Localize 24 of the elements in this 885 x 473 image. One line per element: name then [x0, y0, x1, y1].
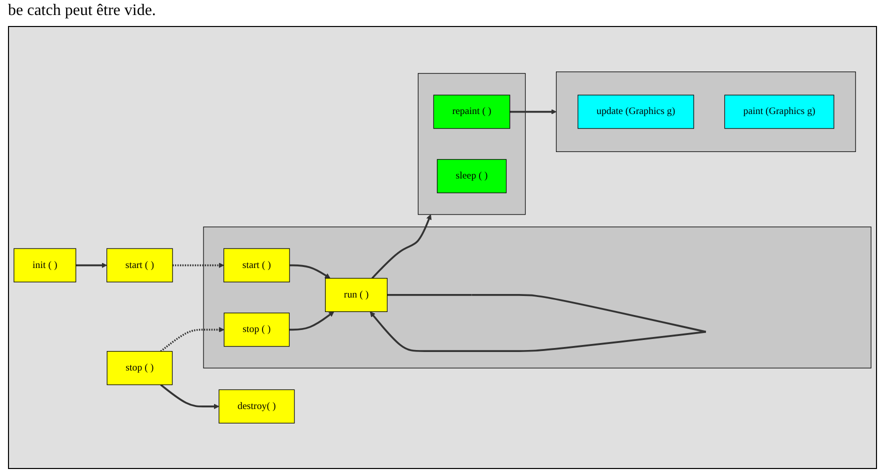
node-box: start ( ) [106, 248, 173, 282]
node-box: paint (Graphics g) [724, 94, 834, 129]
cluster [556, 72, 856, 152]
arrow [160, 384, 220, 410]
arrow [370, 294, 706, 352]
node-box: run ( ) [325, 278, 388, 312]
node-box: stop ( ) [224, 312, 290, 347]
arrow [160, 326, 224, 352]
arrow [290, 264, 330, 279]
cluster [203, 226, 872, 368]
arrow [172, 262, 224, 268]
node-box: init ( ) [14, 248, 76, 282]
node-box: stop ( ) [106, 351, 173, 386]
node-box: update (Graphics g) [578, 94, 694, 129]
arrow [510, 109, 557, 114]
node-box: sleep ( ) [436, 159, 507, 194]
cluster [418, 73, 526, 215]
node-box: start ( ) [224, 248, 290, 282]
arrow [76, 262, 108, 268]
node-box: destroy( ) [218, 389, 295, 424]
note-text: be catch peut être vide. [8, 2, 156, 19]
node-box: repaint ( ) [433, 94, 510, 129]
arrow [371, 214, 432, 279]
arrow [289, 311, 334, 331]
